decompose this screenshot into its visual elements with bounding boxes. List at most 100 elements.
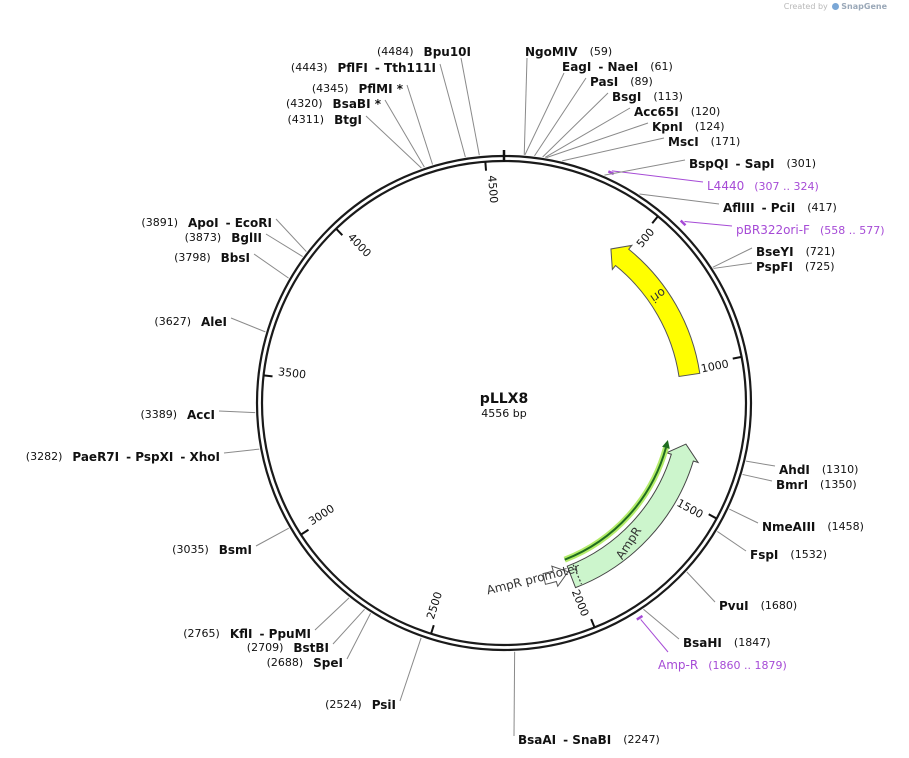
enzyme-name: KpnI [652, 120, 683, 134]
site-bsgi[interactable]: BsgI(113) [542, 90, 683, 158]
site-label[interactable]: MscI(171) [668, 135, 740, 149]
site-bbsi[interactable]: (3798)BbsI [174, 251, 289, 279]
site-kpni[interactable]: KpnI (124) [546, 120, 725, 159]
site-leader-line [639, 193, 720, 205]
site-label[interactable]: (4443)PflFI- Tth111I [291, 61, 436, 75]
site-label[interactable]: (2765)KflI- PpuMI [183, 627, 311, 641]
feature-amp-r-promoter-arrow[interactable] [542, 565, 569, 588]
site-label[interactable]: BseYI(721) [756, 245, 835, 259]
primer-label-pbr322ori-f[interactable]: pBR322ori-F(558 .. 577) [736, 223, 885, 237]
site-psii[interactable]: (2524)PsiI [325, 637, 422, 712]
site-fspi[interactable]: FspI(1532) [717, 531, 827, 562]
site-bsmi[interactable]: (3035)BsmI [172, 527, 290, 557]
site-label[interactable]: EagI- NaeI(61) [562, 60, 673, 74]
enzyme-name: ApoI [188, 216, 219, 230]
site-label[interactable]: NgoMIV(59) [525, 45, 612, 59]
site-position: (124) [695, 120, 725, 133]
site-alei[interactable]: (3627)AleI [154, 315, 266, 333]
site-label[interactable]: FspI(1532) [750, 548, 827, 562]
site-label[interactable]: (4320)BsaBI * [286, 97, 382, 111]
site-eagi-naei[interactable]: EagI- NaeI(61) [524, 60, 673, 156]
site-label[interactable]: (4484)Bpu10I [377, 45, 471, 59]
site-label[interactable]: (4345)PflMI * [312, 82, 404, 96]
site-label[interactable]: BmrI(1350) [776, 478, 857, 492]
primers[interactable]: L4440(307 .. 324) pBR322ori-F(558 .. 577)… [607, 170, 885, 672]
site-pflmi[interactable]: (4345)PflMI * [312, 82, 434, 165]
site-position: (113) [653, 90, 683, 103]
site-nmeaiii[interactable]: NmeAIII(1458) [729, 508, 864, 534]
site-label[interactable]: BsaHI(1847) [683, 636, 770, 650]
site-bsahi[interactable]: BsaHI(1847) [643, 608, 770, 650]
site-label[interactable]: AhdI(1310) [779, 463, 858, 477]
site-bglii[interactable]: (3873)BglII [185, 231, 303, 257]
site-kfli-ppumi[interactable]: (2765)KflI- PpuMI [183, 597, 350, 641]
site-acci[interactable]: (3389)AccI [140, 408, 256, 422]
primer-label-amp-r[interactable]: Amp-R(1860 .. 1879) [658, 658, 787, 672]
site-spei[interactable]: (2688)SpeI [267, 613, 372, 670]
feature-ori-arrow[interactable] [610, 244, 701, 378]
site-label[interactable]: (4311)BtgI [287, 113, 362, 127]
site-label[interactable]: (2524)PsiI [325, 698, 396, 712]
site-label[interactable]: (3282)PaeR7I- PspXI- XhoI [26, 450, 220, 464]
site-bspqi-sapi[interactable]: BspQI- SapI(301) [604, 157, 816, 176]
site-leader-line [746, 460, 776, 467]
site-label[interactable]: PasI(89) [590, 75, 653, 89]
site-label[interactable]: (3798)BbsI [174, 251, 250, 265]
site-label[interactable]: (3873)BglII [185, 231, 262, 245]
site-bpu10i[interactable]: (4484)Bpu10I [377, 45, 480, 156]
site-label[interactable]: (3035)BsmI [172, 543, 252, 557]
site-label[interactable]: BspQI- SapI(301) [689, 157, 816, 171]
feature-amp-r-arrow[interactable] [566, 443, 700, 589]
site-label[interactable]: (3627)AleI [154, 315, 227, 329]
site-label[interactable]: (3389)AccI [140, 408, 215, 422]
site-label[interactable]: KpnI (124) [652, 120, 725, 134]
site-label[interactable]: (2709)BstBI [247, 641, 329, 655]
enzyme-name: PflFI [338, 61, 368, 75]
feature-label-amp-r-promoter: AmpR promoter [485, 561, 581, 598]
site-label[interactable]: BsgI(113) [612, 90, 683, 104]
restriction-sites[interactable]: NgoMIV(59)EagI- NaeI(61)PasI(89)BsgI(113… [26, 45, 864, 747]
site-bseyi[interactable]: BseYI(721) [712, 245, 835, 268]
site-position: (2524) [325, 698, 362, 711]
site-bsaai-snabi[interactable]: BsaAI- SnaBI(2247) [513, 651, 660, 747]
site-afliii-pcii[interactable]: AflIII- PciI(417) [639, 193, 837, 215]
site-ahdi[interactable]: AhdI(1310) [746, 460, 858, 477]
site-label[interactable]: (2688)SpeI [267, 656, 343, 670]
site-btgi[interactable]: (4311)BtgI [287, 113, 422, 169]
site-bsabi[interactable]: (4320)BsaBI * [286, 97, 425, 168]
site-pvui[interactable]: PvuI(1680) [686, 571, 797, 613]
site-label[interactable]: AflIII- PciI(417) [723, 201, 837, 215]
orf-line[interactable] [564, 447, 667, 561]
site-leader-line [365, 115, 422, 169]
site-acc65i[interactable]: Acc65I(120) [544, 105, 720, 158]
site-apoi-ecori[interactable]: (3891)ApoI- EcoRI [141, 216, 307, 252]
tick-label: 500 [634, 226, 657, 250]
credit-brand: SnapGene [841, 2, 887, 11]
enzyme-name: PflMI * [358, 82, 403, 96]
site-position: (4311) [287, 113, 324, 126]
site-msci[interactable]: MscI(171) [562, 135, 740, 162]
site-ngomiv[interactable]: NgoMIV(59) [523, 45, 612, 155]
site-label[interactable]: PspFI(725) [756, 260, 835, 274]
site-paer7i-pspxi-xhoi[interactable]: (3282)PaeR7I- PspXI- XhoI [26, 448, 260, 464]
site-label[interactable]: (3891)ApoI- EcoRI [141, 216, 272, 230]
site-label[interactable]: Acc65I(120) [634, 105, 720, 119]
primer-mark-amp-r[interactable] [636, 614, 644, 621]
site-pasi[interactable]: PasI(89) [534, 75, 653, 157]
site-leader-line [346, 613, 372, 660]
site-label[interactable]: BsaAI- SnaBI(2247) [518, 733, 660, 747]
enzyme-name: PaeR7I [72, 450, 119, 464]
primer-mark-pbr322ori-f[interactable] [679, 219, 687, 227]
site-label[interactable]: NmeAIII(1458) [762, 520, 864, 534]
site-leader-line [384, 99, 425, 168]
primer-label-l4440[interactable]: L4440(307 .. 324) [707, 179, 819, 193]
site-leader-line [524, 72, 565, 156]
tick-mark-1000 [732, 355, 742, 360]
tick-label: 1000 [700, 357, 730, 375]
site-bstbi[interactable]: (2709)BstBI [247, 608, 365, 655]
site-label[interactable]: PvuI(1680) [719, 599, 797, 613]
site-pspfi[interactable]: PspFI(725) [713, 260, 835, 274]
site-bmri[interactable]: BmrI(1350) [742, 473, 857, 492]
site-pflfi-tth111i[interactable]: (4443)PflFI- Tth111I [291, 61, 466, 158]
